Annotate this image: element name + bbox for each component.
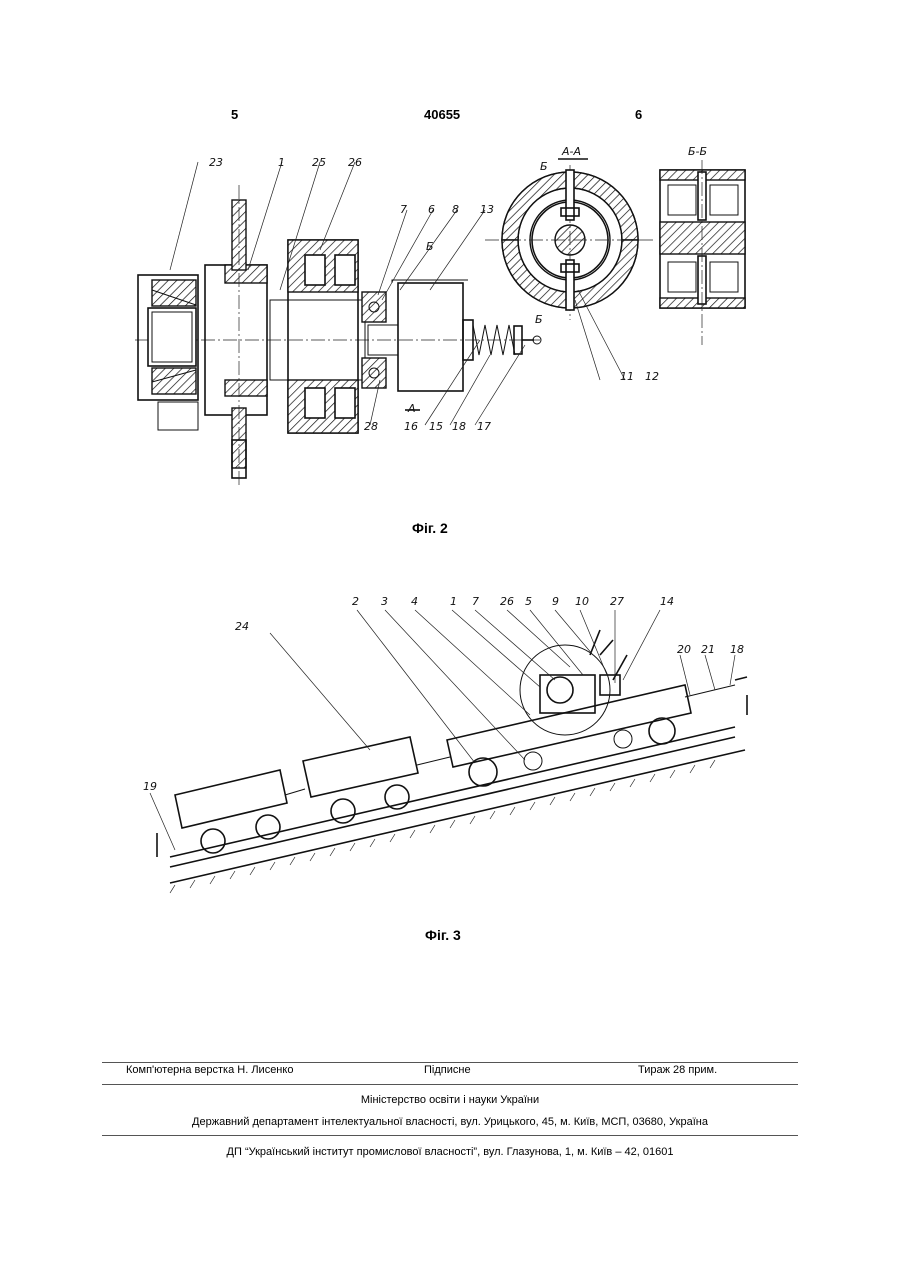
fig2-label-26: 26 [348, 156, 362, 169]
fig2-label-6: 6 [428, 203, 435, 216]
fig3-label-14: 14 [660, 595, 674, 608]
figure-2-drawing: 23 1 25 26 7 6 8 13 А-А Б-Б Б Б Б А 28 1… [130, 140, 755, 500]
fig3-label-1: 1 [450, 595, 457, 608]
fig2-label-23: 23 [209, 156, 223, 169]
page-number-left: 5 [231, 107, 238, 122]
fig2-label-b-top: Б [540, 160, 548, 173]
figure-3-drawing: 24 2 3 4 1 7 26 5 9 10 27 14 20 21 18 19 [135, 585, 750, 945]
fig2-label-18: 18 [452, 420, 466, 433]
fig2-label-11: 11 [620, 370, 634, 383]
figure-3-caption: Фіг. 3 [425, 927, 461, 943]
fig2-label-1: 1 [278, 156, 285, 169]
figure-2-caption: Фіг. 2 [412, 520, 448, 536]
fig3-label-5: 5 [525, 595, 532, 608]
fig3-label-21: 21 [701, 643, 715, 656]
fig3-label-9: 9 [552, 595, 559, 608]
fig3-label-3: 3 [381, 595, 388, 608]
fig2-label-25: 25 [312, 156, 326, 169]
fig3-label-26: 26 [500, 595, 514, 608]
fig2-label-a-bottom: А [407, 402, 416, 415]
fig2-label-15: 15 [429, 420, 443, 433]
fig2-label-13: 13 [480, 203, 494, 216]
footer-institute: ДП “Український інститут промислової вла… [102, 1146, 798, 1158]
section-aa-title: А-А [561, 145, 581, 158]
page-number-right: 6 [635, 107, 642, 122]
fig3-label-2: 2 [352, 595, 359, 608]
fig2-label-12: 12 [645, 370, 659, 383]
footer-rule-middle [102, 1084, 798, 1085]
footer-signed: Підписне [424, 1064, 471, 1076]
fig2-label-16: 16 [404, 420, 418, 433]
footer-rule-top [102, 1062, 798, 1063]
fig3-label-7: 7 [472, 595, 479, 608]
fig3-label-19: 19 [143, 780, 157, 793]
fig3-label-20: 20 [677, 643, 691, 656]
fig3-label-10: 10 [575, 595, 589, 608]
fig2-label-7: 7 [400, 203, 407, 216]
fig3-label-18: 18 [730, 643, 744, 656]
footer-rule-bottom [102, 1135, 798, 1136]
footer-ministry: Міністерство освіти і науки України [102, 1094, 798, 1106]
fig3-label-24: 24 [235, 620, 249, 633]
footer-layout-credit: Комп'ютерна верстка Н. Лисенко [126, 1064, 293, 1076]
patent-number: 40655 [424, 107, 460, 122]
fig3-label-27: 27 [610, 595, 624, 608]
section-bb-title: Б-Б [688, 145, 707, 158]
footer-department: Державний департамент інтелектуальної вл… [102, 1116, 798, 1128]
fig2-label-8: 8 [452, 203, 459, 216]
fig2-label-17: 17 [477, 420, 491, 433]
fig2-label-28: 28 [364, 420, 378, 433]
fig3-label-4: 4 [411, 595, 418, 608]
fig2-label-b-right: Б [535, 313, 543, 326]
fig2-label-b-mid: Б [426, 240, 434, 253]
footer-circulation: Тираж 28 прим. [638, 1064, 717, 1076]
